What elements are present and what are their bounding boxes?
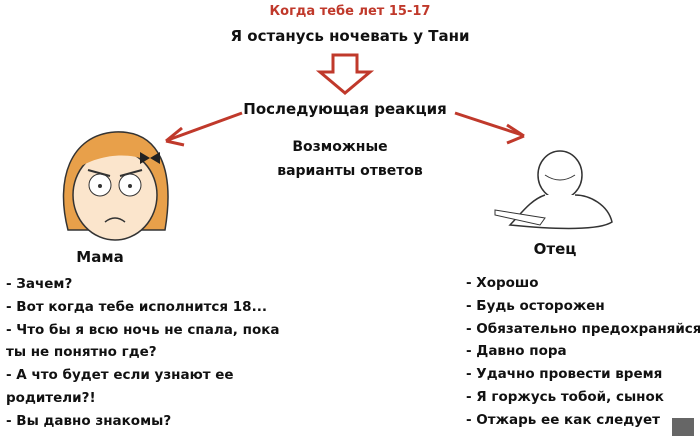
down-arrow-icon: [315, 53, 375, 95]
possible-answers-line-2: варианты ответов: [277, 163, 423, 179]
dad-responses: - Хорошо - Будь осторожен - Обязательно …: [466, 272, 700, 432]
mom-responses: - Зачем? - Вот когда тебе исполнится 18.…: [6, 273, 280, 433]
list-item: - Давно пора: [466, 343, 567, 360]
list-item: - Что бы я всю ночь не спала, пока: [6, 321, 280, 338]
right-arrow-icon: [454, 111, 525, 145]
mom-face-illustration: [62, 131, 169, 241]
possible-answers-line-1: Возможные: [292, 139, 388, 155]
list-item: - Отжарь ее как следует: [466, 411, 660, 428]
scenario-title: Когда тебе лет 15-17: [269, 4, 431, 19]
list-item: - Удачно провести время: [466, 366, 663, 383]
corner-block: [672, 418, 694, 436]
list-item: родители?!: [6, 389, 96, 406]
statement: Я останусь ночевать у Тани: [230, 27, 470, 45]
list-item: - Зачем?: [6, 276, 73, 292]
list-item: - Обязательно предохраняйся: [466, 320, 700, 337]
list-item: - Будь осторожен: [466, 297, 605, 314]
mom-label: Мама: [76, 248, 124, 266]
left-arrow-icon: [165, 111, 243, 147]
list-item: - Вы давно знакомы?: [6, 412, 172, 429]
list-item: - Вот когда тебе исполнится 18...: [6, 298, 267, 315]
list-item: - Я горжусь тобой, сынок: [466, 388, 664, 405]
dad-figure-illustration: [494, 150, 613, 230]
list-item: ты не понятно где?: [6, 344, 157, 361]
list-item: - Хорошо: [466, 275, 539, 291]
dad-label: Отец: [533, 240, 577, 258]
reaction-label: Последующая реакция: [243, 100, 447, 118]
list-item: - А что будет если узнают ее: [6, 367, 234, 384]
